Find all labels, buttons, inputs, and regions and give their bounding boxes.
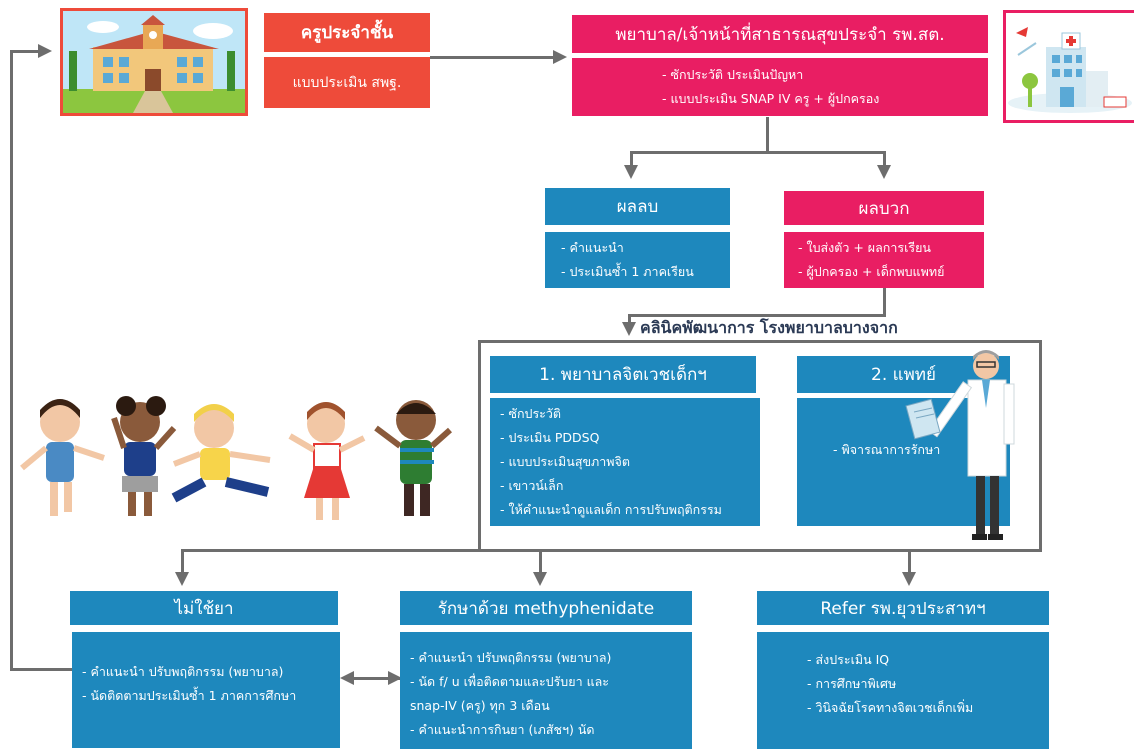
psych-nurse-item: - เขาวน์เล็ก (500, 478, 564, 493)
nodrug-body: - คำแนะนำ ปรับพฤติกรรม (พยาบาล) - นัดติด… (72, 632, 340, 748)
negative-item: - คำแนะนำ (561, 240, 624, 255)
refer-item: - การศึกษาพิเศษ (807, 676, 897, 691)
psych-nurse-item: - แบบประเมินสุขภาพจิต (500, 454, 630, 469)
teacher-body: แบบประเมิน สพฐ. (264, 57, 430, 108)
arrow-to-refer (902, 572, 916, 586)
connector-left-bottom (10, 668, 72, 671)
children-illustration (14, 388, 454, 533)
connector-to-methyl (539, 549, 542, 573)
negative-title: ผลลบ (545, 188, 730, 225)
positive-title: ผลบวก (784, 191, 984, 225)
connector-left-top (10, 50, 40, 53)
refer-item: - ส่งประเมิน IQ (807, 652, 890, 667)
arrow-to-nurse (553, 50, 567, 64)
refer-body: - ส่งประเมิน IQ - การศึกษาพิเศษ - วินิจฉ… (757, 632, 1049, 749)
connector-nurse-down (766, 117, 769, 152)
nodrug-item: - คำแนะนำ ปรับพฤติกรรม (พยาบาล) (82, 664, 284, 679)
arrow-to-positive (877, 165, 891, 179)
connector-to-nodrug (181, 549, 184, 573)
connector-left-vertical (10, 50, 13, 670)
connector-clinic-down (628, 314, 631, 324)
arrow-right-methyl (388, 671, 402, 685)
methyl-item: - คำแนะนำ ปรับพฤติกรรม (พยาบาล) (410, 650, 612, 665)
arrow-to-clinic (622, 322, 636, 336)
arrow-to-methyl (533, 572, 547, 586)
connector-teacher-nurse (430, 56, 555, 59)
doctor-illustration (902, 348, 1027, 544)
connector-split (630, 151, 886, 154)
psych-nurse-body: - ซักประวัติ - ประเมิน PDDSQ - แบบประเมิ… (490, 398, 760, 526)
nurse-title: พยาบาล/เจ้าหน้าที่สาธารณสุขประจำ รพ.สต. (572, 15, 988, 53)
connector-split-right (883, 151, 886, 167)
arrow-left-nodrug (340, 671, 354, 685)
methyl-item: - นัด f/ u เพื่อติดตามและปรับยา และ (410, 674, 609, 689)
connector-to-refer (908, 549, 911, 573)
methyl-body: - คำแนะนำ ปรับพฤติกรรม (พยาบาล) - นัด f/… (400, 632, 692, 749)
methyl-item: - คำแนะนำการกินยา (เภสัชฯ) นัด (410, 722, 595, 737)
connector-bottom-horizontal (181, 549, 911, 552)
hospital-illustration (1003, 10, 1134, 123)
nurse-item: - ซักประวัติ ประเมินปัญหา (662, 67, 804, 82)
nodrug-title: ไม่ใช้ยา (70, 591, 338, 625)
refer-title: Refer รพ.ยุวประสาทฯ (757, 591, 1049, 625)
psych-nurse-item: - ซักประวัติ (500, 406, 562, 421)
methyl-item: snap-IV (ครู) ทุก 3 เดือน (410, 698, 550, 713)
connector-to-clinic (628, 314, 886, 317)
nurse-item: - แบบประเมิน SNAP IV ครู + ผู้ปกครอง (662, 91, 880, 106)
arrow-to-nodrug (175, 572, 189, 586)
positive-item: - ผู้ปกครอง + เด็กพบแพทย์ (798, 264, 945, 279)
positive-body: - ใบส่งตัว + ผลการเรียน - ผู้ปกครอง + เด… (784, 232, 984, 288)
nodrug-item: - นัดติดตามประเมินซ้ำ 1 ภาคการศึกษา (82, 688, 297, 703)
connector-nodrug-methyl (352, 677, 400, 680)
methyl-title: รักษาด้วย methyphenidate (400, 591, 692, 625)
doctor-item: - พิจารณาการรักษา (833, 442, 941, 457)
negative-item: - ประเมินซ้ำ 1 ภาคเรียน (561, 264, 694, 279)
clinic-heading: คลินิคพัฒนาการ โรงพยาบาลบางจาก (640, 318, 898, 337)
teacher-title: ครูประจำชั้น (264, 13, 430, 52)
arrow-to-school (38, 44, 52, 58)
connector-positive-down (883, 288, 886, 316)
school-illustration (60, 8, 248, 116)
psych-nurse-title: 1. พยาบาลจิตเวชเด็กฯ (490, 356, 756, 393)
refer-item: - วินิจฉัยโรคทางจิตเวชเด็กเพิ่ม (807, 700, 974, 715)
nurse-body: - ซักประวัติ ประเมินปัญหา - แบบประเมิน S… (572, 58, 988, 116)
connector-split-left (630, 151, 633, 167)
psych-nurse-item: - ประเมิน PDDSQ (500, 430, 600, 445)
arrow-to-negative (624, 165, 638, 179)
positive-item: - ใบส่งตัว + ผลการเรียน (798, 240, 931, 255)
negative-body: - คำแนะนำ - ประเมินซ้ำ 1 ภาคเรียน (545, 232, 730, 288)
psych-nurse-item: - ให้คำแนะนำดูแลเด็ก การปรับพฤติกรรม (500, 502, 722, 517)
